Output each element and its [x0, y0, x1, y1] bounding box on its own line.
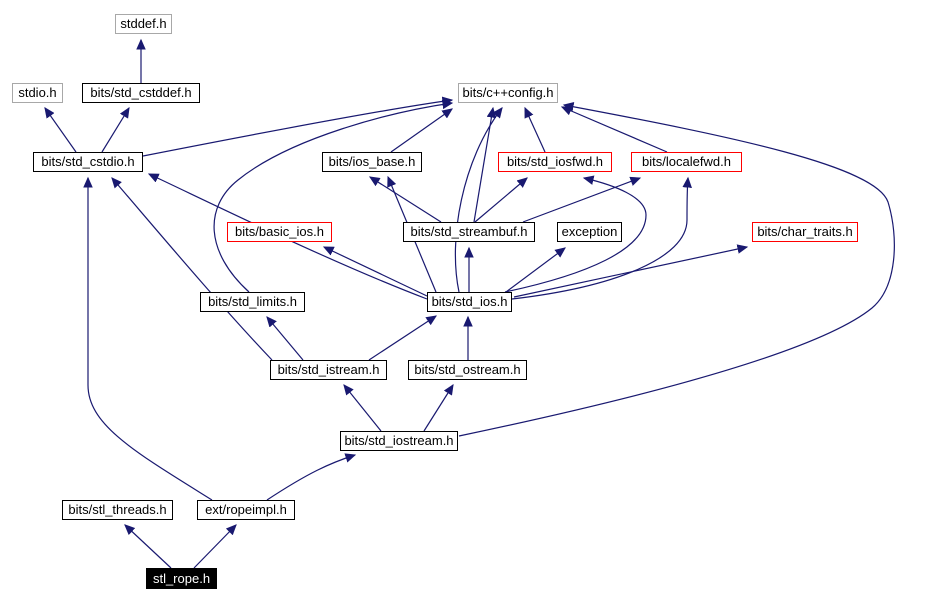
edge-iosbase-to-config [390, 108, 453, 153]
edge-ropeimpl-to-cstdio [83, 176, 213, 501]
edge-stdios-to-chartraits [513, 244, 749, 298]
edge-istream-to-limits [266, 316, 304, 361]
edge-streambuf-to-iosbase [368, 176, 442, 223]
node-bits-std-ios-h[interactable]: bits/std_ios.h [427, 292, 512, 312]
node-bits-stl-threads-h[interactable]: bits/stl_threads.h [62, 500, 173, 520]
node-bits-localefwd-h[interactable]: bits/localefwd.h [631, 152, 742, 172]
node-bits-std-streambuf-h[interactable]: bits/std_streambuf.h [403, 222, 535, 242]
edge-stdios-to-basicios [322, 246, 428, 297]
node-bits-ios-base-h[interactable]: bits/ios_base.h [322, 152, 422, 172]
node-bits-std-limits-h[interactable]: bits/std_limits.h [200, 292, 305, 312]
edge-rope-to-threads [124, 524, 172, 569]
node-bits-std-iostream-h[interactable]: bits/std_iostream.h [340, 431, 458, 451]
edge-iostream-to-ostream [423, 383, 454, 432]
edge-cstdio-to-config [142, 96, 454, 157]
node-bits-cppconfig-h: bits/c++config.h [458, 83, 558, 103]
node-bits-std-cstdio-h[interactable]: bits/std_cstdio.h [33, 152, 143, 172]
node-ext-ropeimpl-h[interactable]: ext/ropeimpl.h [197, 500, 295, 520]
edge-cstdio-to-stdio [44, 107, 77, 153]
node-stl-rope-h-root: stl_rope.h [146, 568, 217, 589]
node-bits-std-istream-h[interactable]: bits/std_istream.h [270, 360, 387, 380]
node-bits-std-iosfwd-h[interactable]: bits/std_iosfwd.h [498, 152, 612, 172]
edge-stdios-to-localefwd [511, 176, 692, 300]
node-stddef-h: stddef.h [115, 14, 172, 34]
edge-cstdio-to-cstddef [101, 106, 130, 153]
edge-limits-to-config [213, 99, 454, 293]
edge-stdios-to-config [454, 107, 503, 293]
node-stdio-h: stdio.h [12, 83, 63, 103]
edge-streambuf-to-localefwd [522, 176, 642, 223]
node-bits-std-cstddef-h[interactable]: bits/std_cstddef.h [82, 83, 200, 103]
edge-rope-to-ropeimpl [193, 524, 237, 569]
edge-istream-to-cstdio [111, 177, 273, 361]
node-bits-basic-ios-h[interactable]: bits/basic_ios.h [227, 222, 332, 242]
edge-istream-to-stdios [368, 315, 438, 361]
node-bits-char-traits-h[interactable]: bits/char_traits.h [752, 222, 858, 242]
edge-streambuf-to-config [473, 106, 497, 223]
edge-stdios-to-exception [505, 247, 566, 293]
node-bits-std-ostream-h[interactable]: bits/std_ostream.h [408, 360, 527, 380]
edge-streambuf-to-iosfwd [474, 177, 528, 223]
edge-localefwd-to-config [560, 106, 668, 153]
edge-iostream-to-istream [343, 384, 382, 432]
edge-iosfwd-to-config [524, 106, 546, 153]
node-exception[interactable]: exception [557, 222, 622, 242]
edge-iostream-to-config [458, 102, 895, 437]
edge-stdios-to-iosfwd [504, 175, 647, 293]
edge-ropeimpl-to-iostream [266, 453, 357, 501]
